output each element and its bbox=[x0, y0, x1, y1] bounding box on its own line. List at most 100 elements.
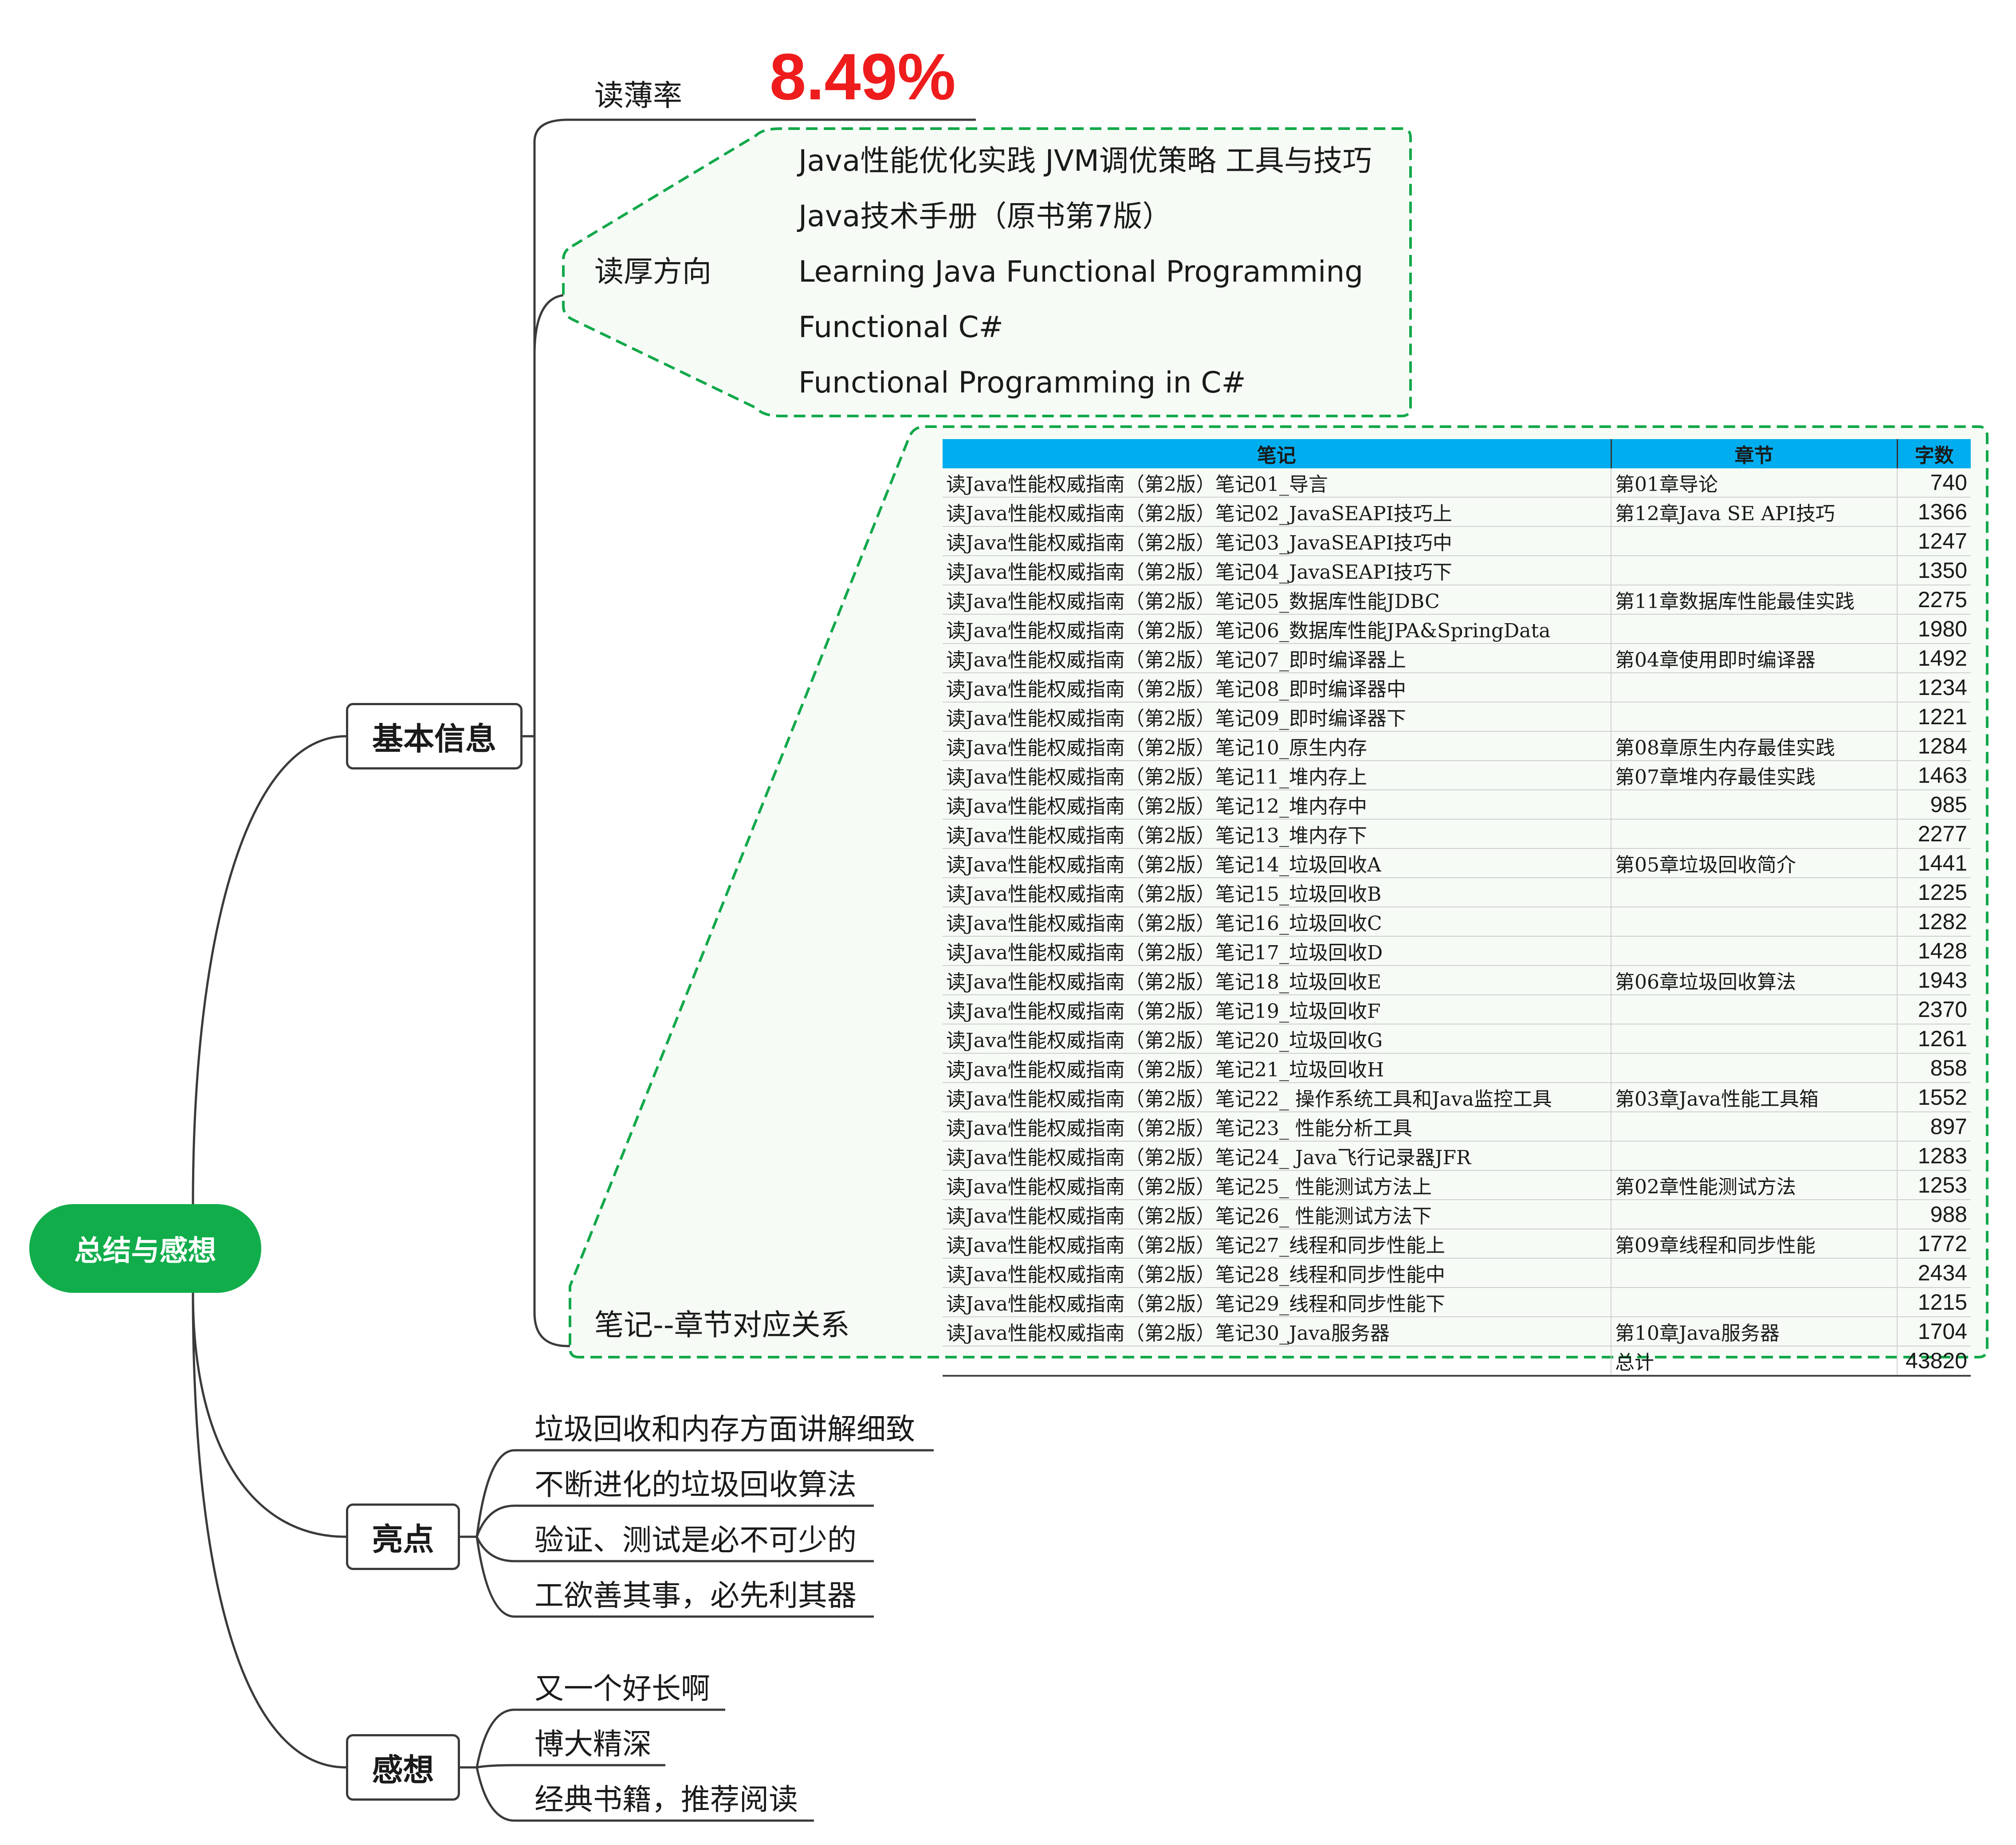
chapter-cell bbox=[1611, 819, 1897, 849]
note-cell: 读Java性能权威指南（第2版）笔记28_线程和同步性能中 bbox=[943, 1258, 1611, 1288]
table-row: 读Java性能权威指南（第2版）笔记15_垃圾回收B 1225 bbox=[943, 878, 1971, 907]
connector-th-3 bbox=[476, 1767, 814, 1822]
connector-root-thoughts bbox=[192, 1292, 346, 1769]
highlight-item-1[interactable]: 垃圾回收和内存方面讲解细致 bbox=[534, 1412, 915, 1446]
word-count-cell: 1283 bbox=[1897, 1141, 1971, 1171]
chapter-cell: 第02章性能测试方法 bbox=[1611, 1170, 1897, 1200]
thicker-book-3[interactable]: Learning Java Functional Programming bbox=[798, 255, 1364, 289]
word-count-cell: 1215 bbox=[1897, 1288, 1971, 1317]
chapter-cell: 第09章线程和同步性能 bbox=[1611, 1229, 1897, 1259]
thought-item-1[interactable]: 又一个好长啊 bbox=[534, 1672, 710, 1706]
chapter-cell bbox=[1611, 1024, 1897, 1054]
word-count-cell: 1234 bbox=[1897, 673, 1971, 703]
thicker-book-4[interactable]: Functional C# bbox=[798, 310, 1003, 344]
word-count-cell: 1441 bbox=[1897, 848, 1971, 878]
note-cell: 读Java性能权威指南（第2版）笔记21_垃圾回收H bbox=[943, 1053, 1611, 1083]
thicker-book-5[interactable]: Functional Programming in C# bbox=[798, 365, 1246, 400]
note-cell: 读Java性能权威指南（第2版）笔记10_原生内存 bbox=[943, 731, 1611, 761]
thoughts-node[interactable]: 感想 bbox=[346, 1734, 460, 1801]
word-count-cell: 985 bbox=[1897, 790, 1971, 820]
word-count-cell: 1225 bbox=[1897, 878, 1971, 907]
thought-item-2[interactable]: 博大精深 bbox=[534, 1727, 652, 1761]
connector-hl-3 bbox=[476, 1536, 874, 1562]
word-count-cell: 1943 bbox=[1897, 966, 1971, 995]
highlight-item-3[interactable]: 验证、测试是必不可少的 bbox=[534, 1523, 857, 1557]
total-empty-cell bbox=[943, 1346, 1611, 1377]
chapter-cell: 第06章垃圾回收算法 bbox=[1611, 966, 1897, 995]
word-count-cell: 1772 bbox=[1897, 1229, 1971, 1259]
basic-info-node[interactable]: 基本信息 bbox=[346, 703, 523, 769]
highlights-label: 亮点 bbox=[372, 1521, 434, 1558]
table-total-row: 总计 43820 bbox=[943, 1346, 1971, 1377]
thicker-direction-label[interactable]: 读厚方向 bbox=[594, 255, 711, 289]
note-cell: 读Java性能权威指南（第2版）笔记11_堆内存上 bbox=[943, 761, 1611, 790]
word-count-cell: 740 bbox=[1897, 468, 1971, 498]
chapter-cell bbox=[1611, 556, 1897, 585]
thin-rate-value: 8.49% bbox=[770, 40, 956, 114]
header-chapter: 章节 bbox=[1610, 439, 1897, 468]
chapter-cell bbox=[1611, 526, 1897, 556]
note-cell: 读Java性能权威指南（第2版）笔记15_垃圾回收B bbox=[943, 878, 1611, 907]
note-cell: 读Java性能权威指南（第2版）笔记19_垃圾回收F bbox=[943, 995, 1611, 1025]
table-row: 读Java性能权威指南（第2版）笔记02_JavaSEAPI技巧上第12章Jav… bbox=[943, 497, 1971, 527]
chapter-cell bbox=[1611, 1288, 1897, 1317]
chapter-cell: 第01章导论 bbox=[1611, 468, 1897, 498]
word-count-cell: 1282 bbox=[1897, 907, 1971, 937]
word-count-cell: 1247 bbox=[1897, 526, 1971, 556]
word-count-cell: 858 bbox=[1897, 1053, 1971, 1083]
root-node[interactable]: 总结与感想 bbox=[29, 1204, 261, 1293]
total-label: 总计 bbox=[1611, 1346, 1897, 1377]
chapter-cell: 第08章原生内存最佳实践 bbox=[1611, 731, 1897, 761]
total-value: 43820 bbox=[1897, 1346, 1971, 1377]
mapping-label[interactable]: 笔记--章节对应关系 bbox=[594, 1308, 850, 1342]
thicker-book-1[interactable]: Java性能优化实践 JVM调优策略 工具与技巧 bbox=[798, 144, 1372, 178]
chapter-cell bbox=[1611, 1258, 1897, 1288]
thin-rate-label[interactable]: 读薄率 bbox=[594, 79, 682, 113]
note-cell: 读Java性能权威指南（第2版）笔记04_JavaSEAPI技巧下 bbox=[943, 556, 1611, 585]
chapter-cell bbox=[1611, 673, 1897, 703]
word-count-cell: 1704 bbox=[1897, 1317, 1971, 1346]
basic-info-label: 基本信息 bbox=[372, 720, 496, 757]
highlight-item-4[interactable]: 工欲善其事，必先利其器 bbox=[534, 1578, 857, 1613]
thought-item-3[interactable]: 经典书籍，推荐阅读 bbox=[534, 1782, 798, 1817]
note-cell: 读Java性能权威指南（第2版）笔记01_导言 bbox=[943, 468, 1611, 498]
chapter-cell bbox=[1611, 1053, 1897, 1083]
note-cell: 读Java性能权威指南（第2版）笔记07_即时编译器上 bbox=[943, 644, 1611, 673]
note-cell: 读Java性能权威指南（第2版）笔记30_Java服务器 bbox=[943, 1317, 1611, 1346]
chapter-cell bbox=[1611, 995, 1897, 1025]
chapter-cell: 第03章Java性能工具箱 bbox=[1611, 1083, 1897, 1112]
note-cell: 读Java性能权威指南（第2版）笔记14_垃圾回收A bbox=[943, 848, 1611, 878]
connector-root-highlights bbox=[192, 1292, 346, 1538]
word-count-cell: 1366 bbox=[1897, 497, 1971, 527]
chapter-cell bbox=[1611, 1141, 1897, 1171]
thicker-book-2[interactable]: Java技术手册（原书第7版） bbox=[798, 199, 1172, 233]
note-cell: 读Java性能权威指南（第2版）笔记17_垃圾回收D bbox=[943, 936, 1611, 966]
thicker-boundary bbox=[562, 127, 1412, 417]
word-count-cell: 1253 bbox=[1897, 1170, 1971, 1200]
highlight-item-2[interactable]: 不断进化的垃圾回收算法 bbox=[534, 1468, 857, 1502]
connector-root-basic bbox=[192, 735, 346, 1205]
chapter-cell bbox=[1611, 702, 1897, 732]
highlights-node[interactable]: 亮点 bbox=[346, 1503, 460, 1570]
table-row: 读Java性能权威指南（第2版）笔记24_ Java飞行记录器JFR 1283 bbox=[943, 1141, 1971, 1171]
connector-basic-mapping bbox=[533, 736, 867, 1347]
note-cell: 读Java性能权威指南（第2版）笔记25_ 性能测试方法上 bbox=[943, 1170, 1611, 1200]
note-cell: 读Java性能权威指南（第2版）笔记24_ Java飞行记录器JFR bbox=[943, 1141, 1611, 1171]
connector-basic-rate bbox=[533, 118, 976, 736]
note-cell: 读Java性能权威指南（第2版）笔记02_JavaSEAPI技巧上 bbox=[943, 497, 1611, 527]
